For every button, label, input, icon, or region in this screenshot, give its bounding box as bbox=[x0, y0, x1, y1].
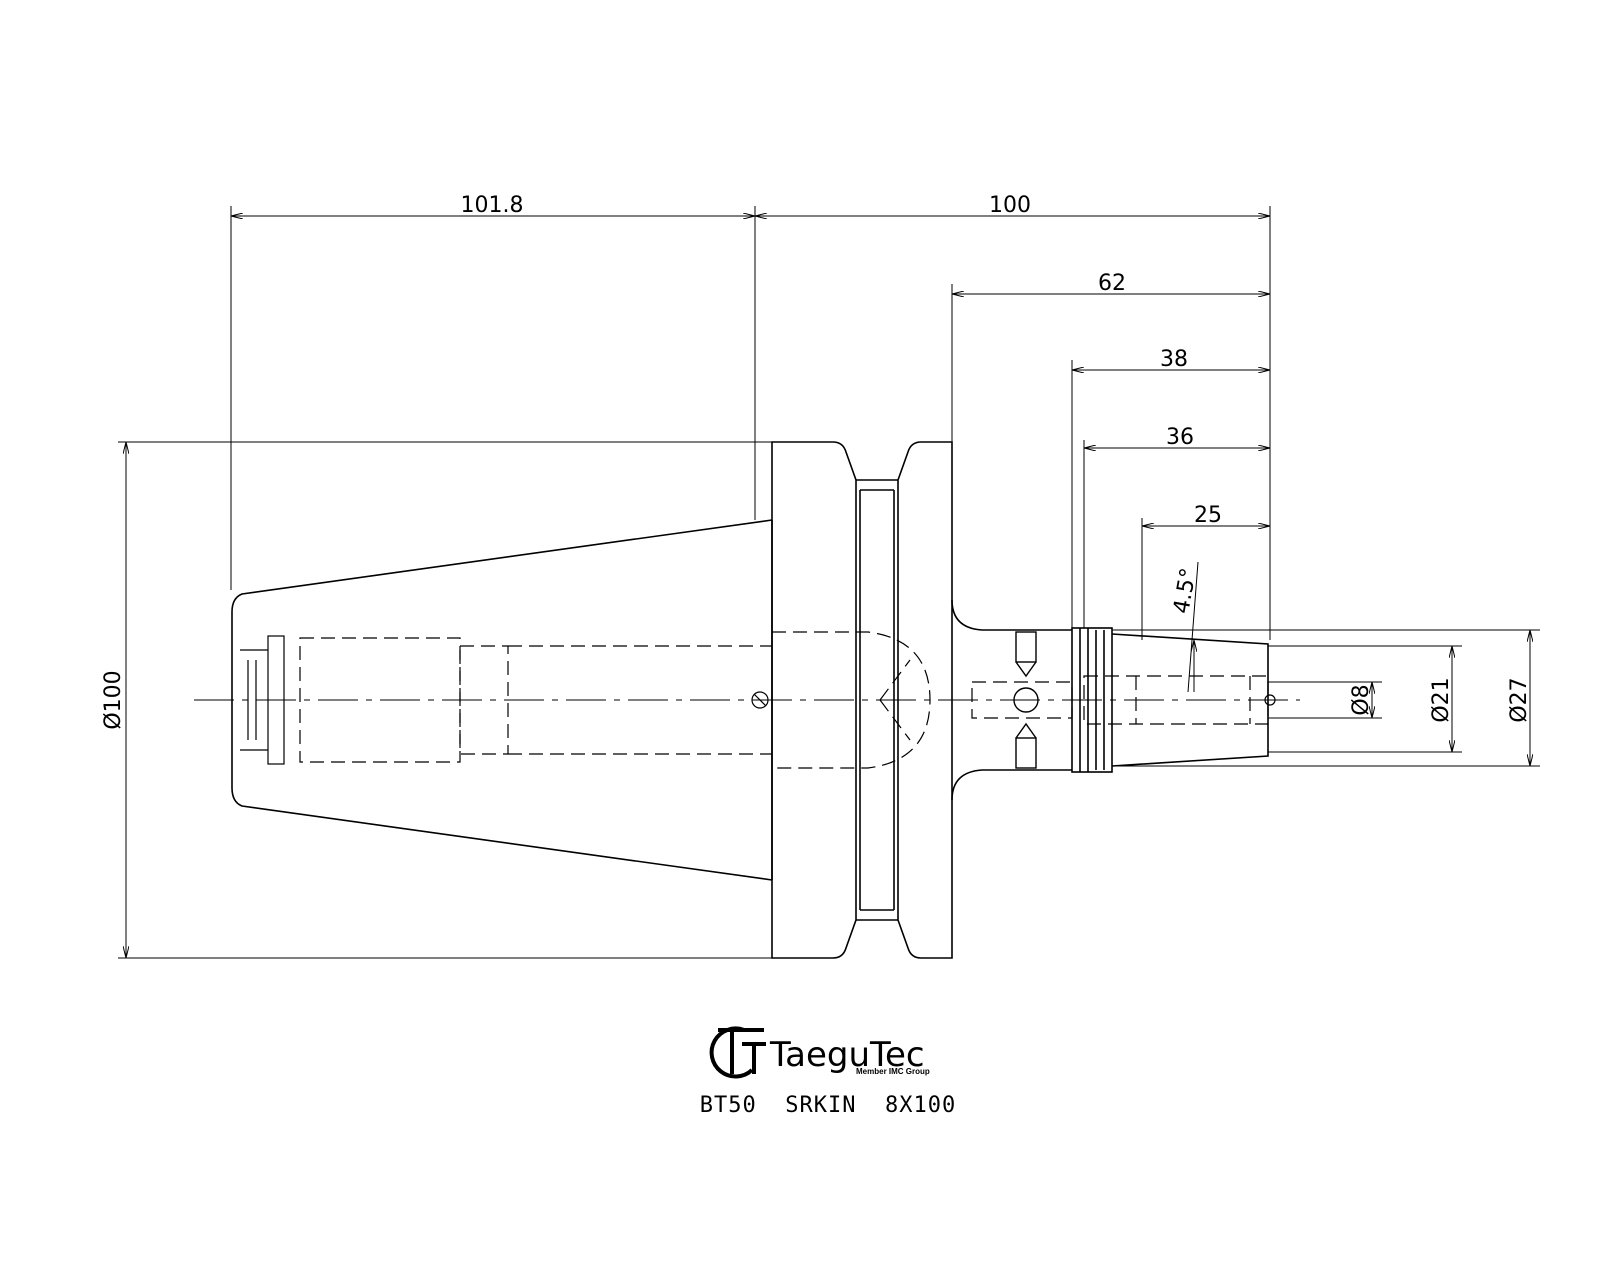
neck bbox=[951, 599, 1072, 801]
logo-tagline: Member IMC Group bbox=[856, 1067, 930, 1076]
dim-dia-nose-small: Ø21 bbox=[1429, 677, 1454, 722]
taegutec-logo: TaeguTec Member IMC Group bbox=[709, 1026, 930, 1079]
flange-disc-rear bbox=[897, 441, 953, 959]
logo-wordmark: TaeguTec bbox=[769, 1035, 925, 1075]
dim-dia-flange: Ø100 bbox=[101, 670, 126, 729]
dim-dia-bore: Ø8 bbox=[1349, 684, 1374, 715]
dim-length-36: 36 bbox=[1166, 425, 1194, 450]
dimension-lines bbox=[118, 206, 1540, 959]
tt-logo-icon bbox=[709, 1026, 766, 1079]
dim-overall-length: 100 bbox=[989, 193, 1031, 218]
part-designation: BT50 SRKIN 8X100 bbox=[700, 1093, 956, 1118]
dim-angle: 4.5° bbox=[1169, 566, 1202, 616]
dim-length-38: 38 bbox=[1160, 347, 1188, 372]
dim-length-25: 25 bbox=[1194, 503, 1222, 528]
dim-length-62: 62 bbox=[1098, 271, 1126, 296]
dim-taper-length: 101.8 bbox=[461, 193, 524, 218]
dim-dia-nose-large: Ø27 bbox=[1507, 677, 1532, 722]
